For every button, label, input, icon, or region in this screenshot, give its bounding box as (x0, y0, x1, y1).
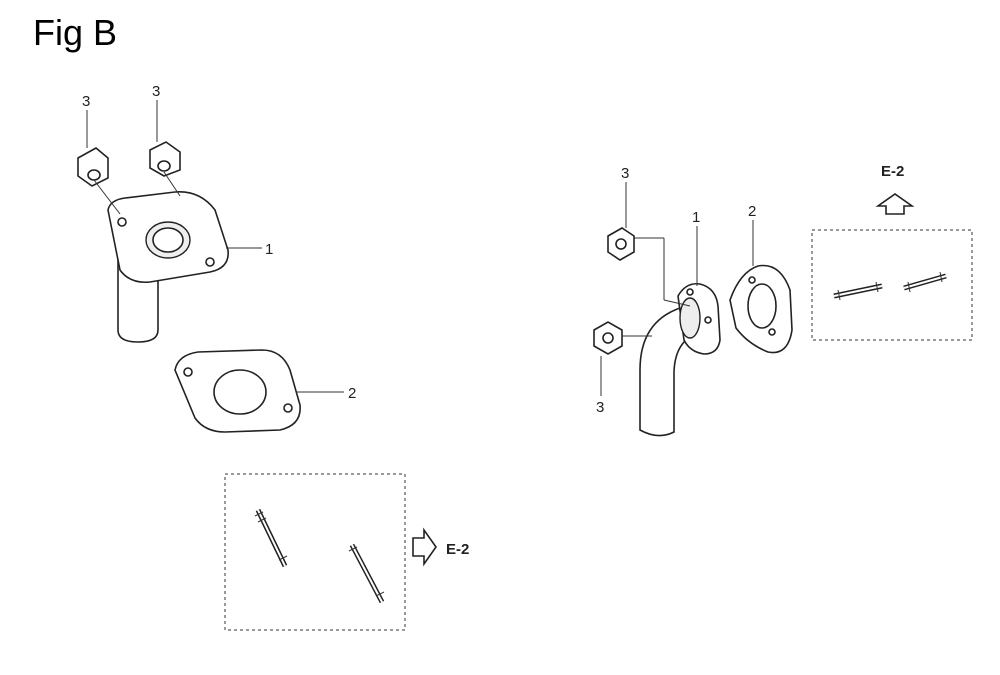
left-stud-a (254, 508, 288, 568)
callout-left-bolt-a: 3 (82, 93, 90, 110)
callout-left-gasket: 2 (348, 385, 356, 402)
left-bolt-a (77, 147, 109, 187)
callout-right-pipe: 1 (692, 209, 700, 226)
callout-right-nut-top: 3 (621, 165, 629, 182)
left-exhaust-pipe (107, 191, 229, 343)
callout-right-nut-bottom: 3 (596, 399, 604, 416)
callout-left-pipe: 1 (265, 241, 273, 258)
right-stud-b (903, 271, 947, 293)
callout-right-gasket: 2 (748, 203, 756, 220)
right-gasket (729, 264, 793, 354)
left-stud-box (224, 473, 406, 631)
right-nut-bottom (593, 321, 623, 355)
ref-left-studs: E-2 (446, 541, 469, 558)
callout-left-bolt-b: 3 (152, 83, 160, 100)
left-gasket (174, 349, 301, 433)
right-nut-top (607, 227, 635, 261)
ref-right-studs: E-2 (881, 163, 904, 180)
right-stud-box (811, 229, 973, 341)
left-bolt-b (149, 141, 181, 177)
figure-title: Fig B (33, 12, 118, 53)
left-ref-arrow (412, 527, 437, 567)
right-stud-a (833, 281, 883, 301)
left-stud-b (348, 543, 385, 604)
right-exhaust-elbow (639, 282, 721, 437)
right-ref-arrow (875, 193, 915, 215)
